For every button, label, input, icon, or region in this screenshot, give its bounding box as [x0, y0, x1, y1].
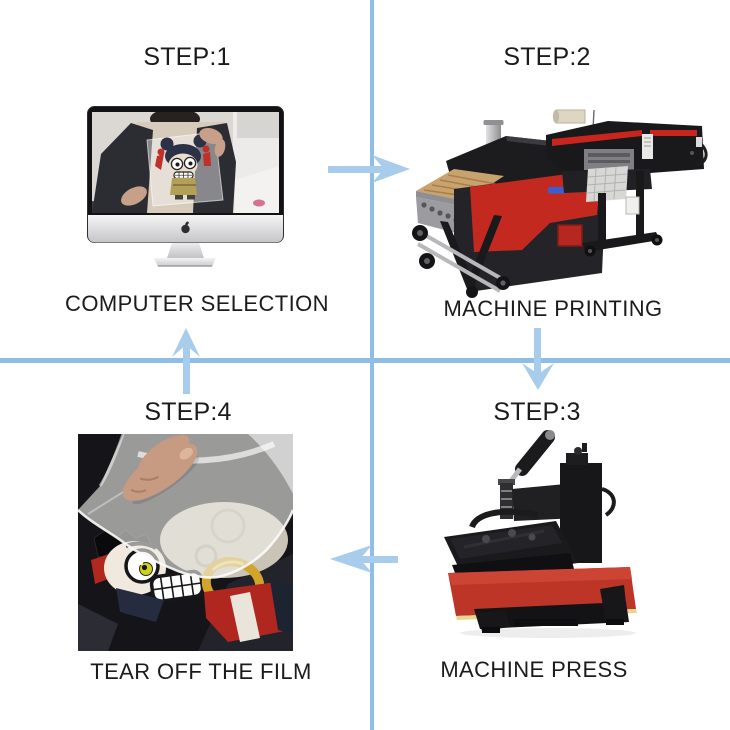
dtf-printer-illustration [412, 109, 708, 298]
peel-film-photo-illustration [78, 434, 293, 651]
printed-cartoon-pirate [91, 529, 293, 642]
press-handle [506, 430, 555, 487]
step-1-caption: COMPUTER SELECTION [65, 291, 329, 316]
wide-format-printer [546, 109, 708, 257]
step-4-caption: TEAR OFF THE FILM [90, 659, 312, 684]
thumb-holding-film [122, 434, 199, 505]
step-2-caption: MACHINE PRINTING [443, 296, 663, 321]
imac-computer-illustration [87, 106, 284, 267]
heat-press-illustration [444, 430, 637, 638]
horizontal-divider-line [0, 358, 730, 363]
arrow-right-icon [328, 155, 410, 183]
step-2-title: STEP:2 [503, 43, 591, 71]
transparent-film [78, 434, 293, 579]
step-4-title: STEP:4 [144, 398, 232, 426]
vertical-divider-line [370, 0, 374, 730]
upper-platen [444, 521, 578, 581]
arrow-left-icon [330, 545, 398, 573]
arrow-down-icon [522, 328, 554, 390]
screen-photo [92, 112, 279, 213]
printed-cartoon-girl [155, 134, 211, 200]
step-3-caption: MACHINE PRESS [440, 657, 628, 682]
step-1-title: STEP:1 [143, 43, 231, 71]
apple-logo-icon [181, 221, 190, 234]
step-3-title: STEP:3 [493, 398, 581, 426]
arrow-up-icon [172, 328, 200, 394]
powder-shaker-machine [412, 120, 606, 298]
